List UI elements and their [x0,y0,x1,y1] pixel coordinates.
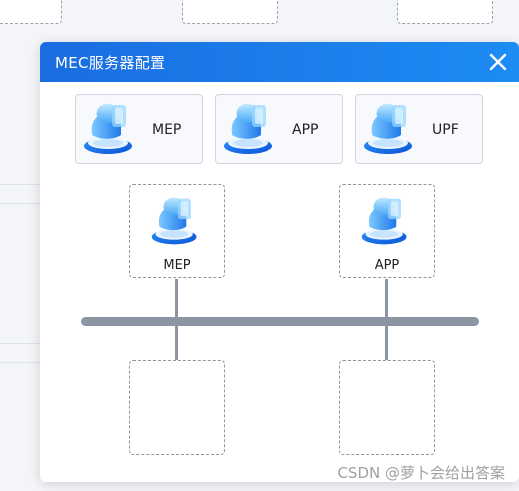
palette-item-label: MEP [152,122,182,138]
server-icon [80,99,140,159]
background-divider [0,343,40,344]
palette-item-mep[interactable]: MEP [75,94,203,164]
palette-item-label: APP [292,122,319,138]
dialog-header: MEC服务器配置 [40,42,519,82]
background-cell [397,0,493,24]
server-icon [220,99,280,159]
server-icon [148,191,204,251]
topology-node-mep[interactable]: MEP [129,184,225,278]
mec-server-config-dialog: MEC服务器配置 MEP APP UPF MEP APP [40,42,519,482]
connector-line [385,326,388,360]
node-label: MEP [163,258,191,273]
connector-line [175,279,178,317]
server-icon [360,99,420,159]
background-divider [0,184,40,185]
connector-line [175,326,178,360]
topology-node-app[interactable]: APP [339,184,435,278]
background-cell [182,0,278,24]
background-divider [0,362,40,363]
node-label: APP [374,258,400,273]
watermark: CSDN @萝卜会给出答案 [337,464,505,482]
network-bus [81,317,479,326]
server-icon [358,191,414,251]
palette-item-upf[interactable]: UPF [355,94,483,164]
palette-item-app[interactable]: APP [215,94,343,164]
empty-node-slot[interactable] [339,360,435,455]
close-icon[interactable] [487,51,509,73]
palette-item-label: UPF [432,122,459,138]
dialog-title: MEC服务器配置 [55,54,166,72]
background-divider [0,203,40,204]
empty-node-slot[interactable] [129,360,225,455]
background-cell [0,0,62,24]
connector-line [385,279,388,317]
